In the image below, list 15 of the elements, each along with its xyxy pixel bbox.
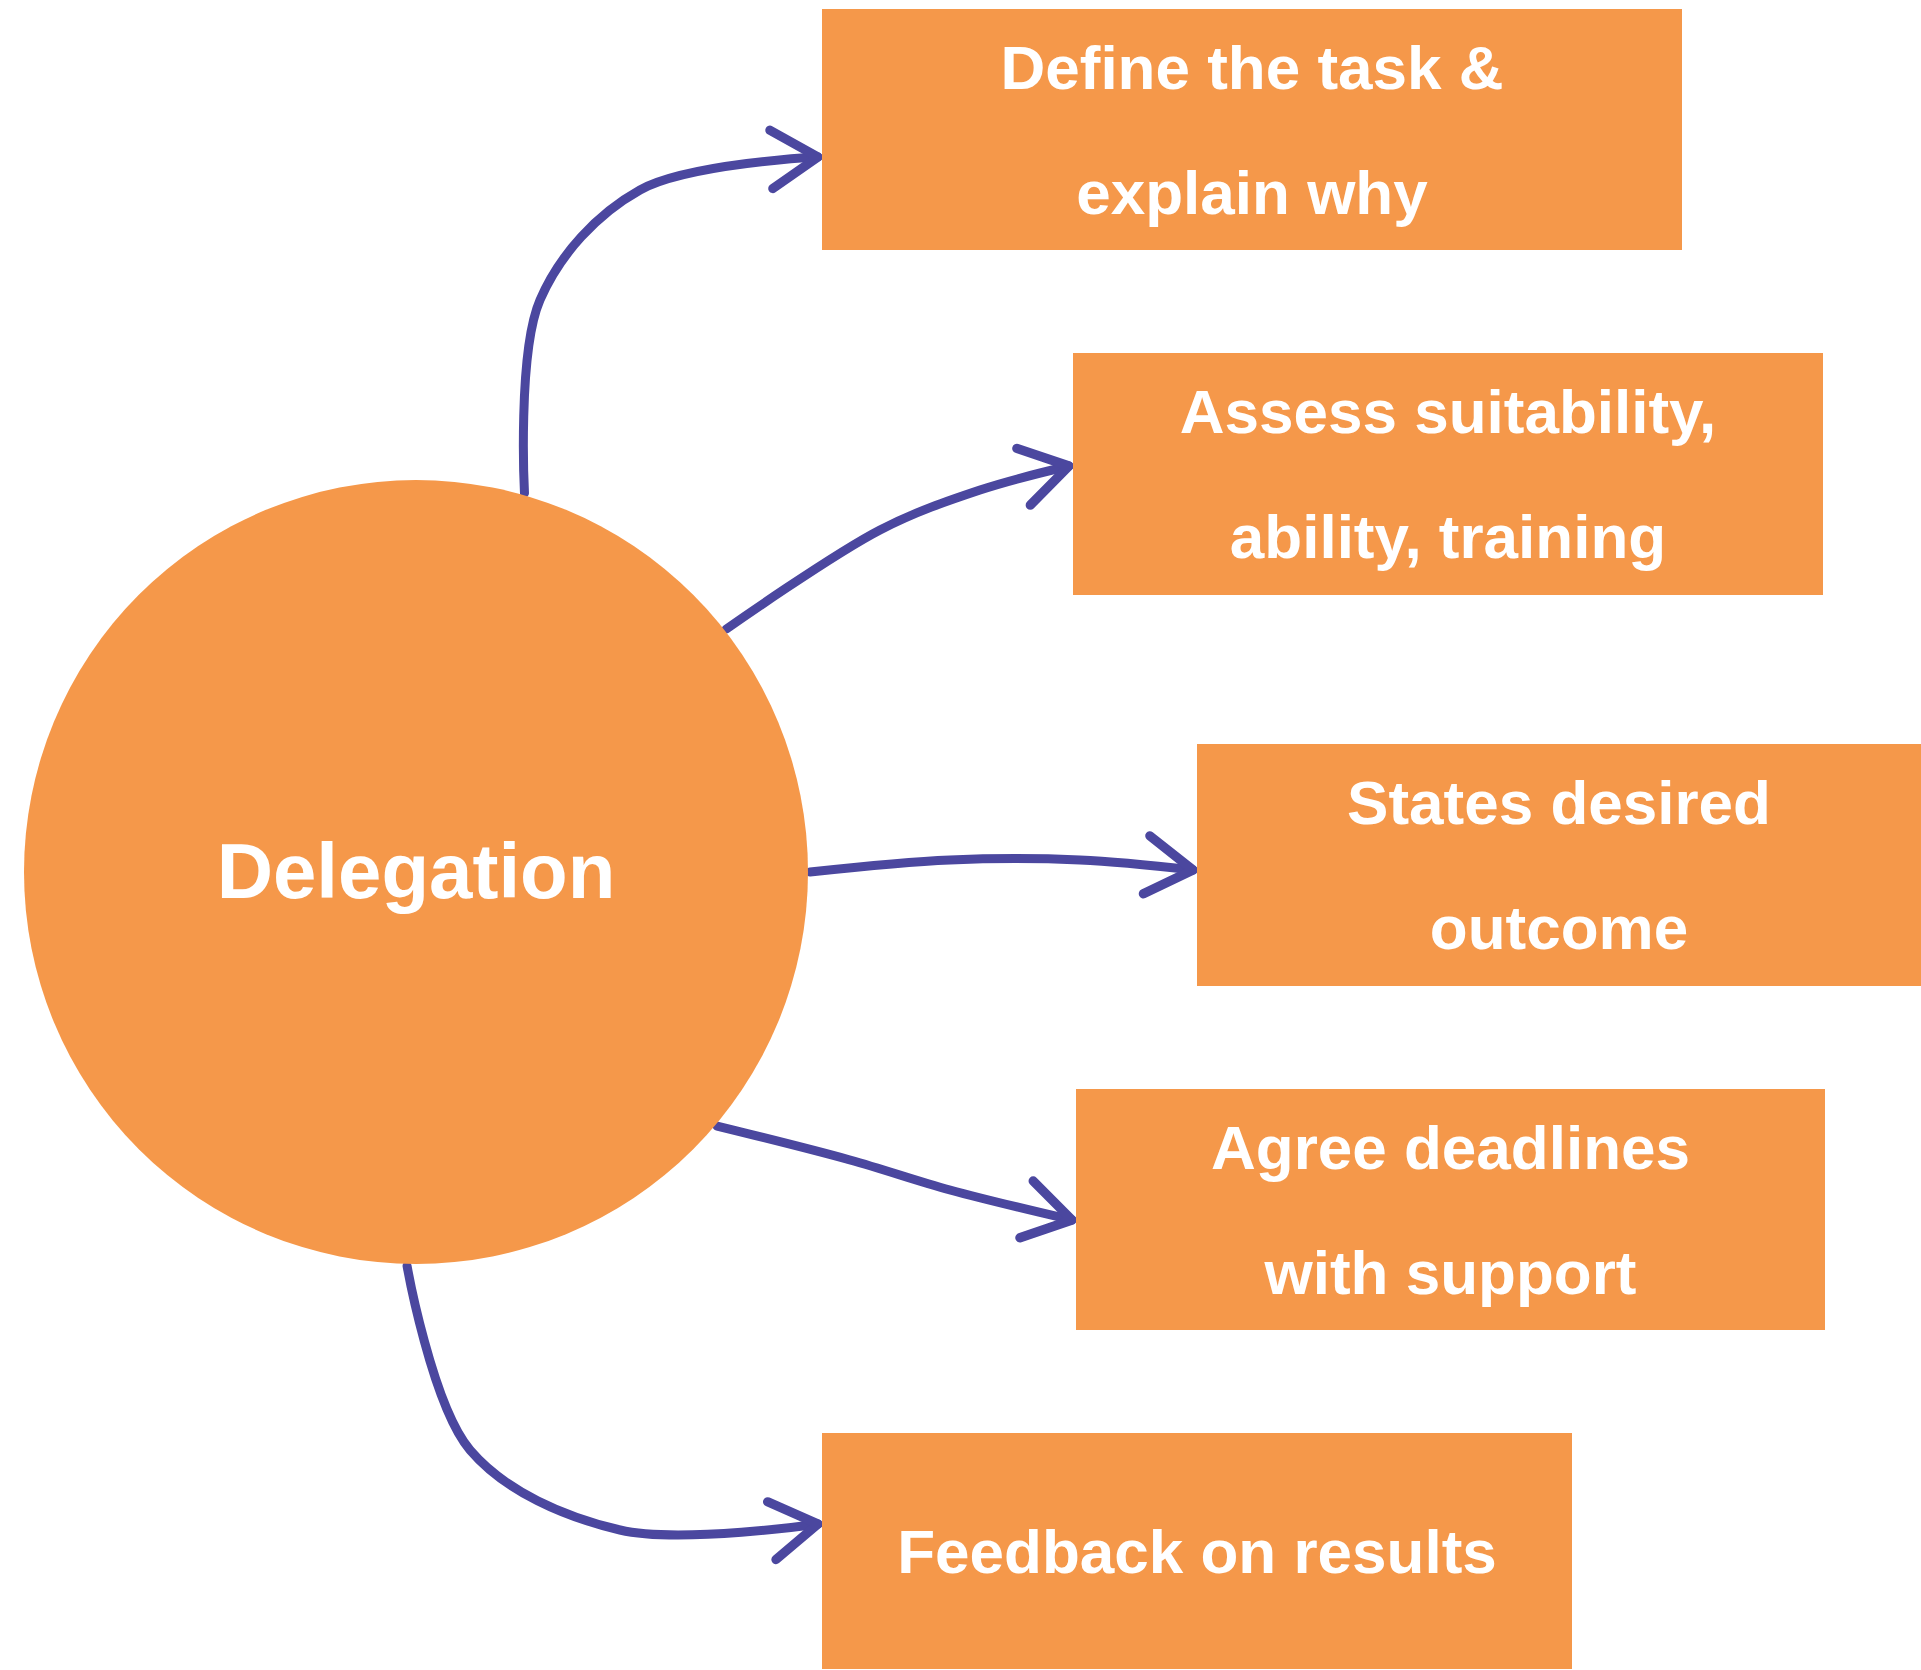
- step-box: [822, 1433, 1572, 1669]
- step-box: [1073, 353, 1823, 595]
- node-label: Feedback on results: [897, 1515, 1497, 1588]
- node-label: Delegation: [216, 826, 616, 918]
- node-label: Assess suitability, ability, training: [1178, 376, 1718, 573]
- node-label: Define the task & explain why: [999, 31, 1505, 229]
- curved-arrow: [518, 125, 823, 498]
- step-box: [1076, 1089, 1825, 1330]
- node-label: Agree deadlines with support: [1210, 1111, 1691, 1309]
- curved-arrow: [402, 1261, 823, 1564]
- curved-arrow: [712, 1121, 1077, 1243]
- curved-arrow: [721, 443, 1074, 634]
- step-box: [1197, 744, 1921, 986]
- node-label: States desired outcome: [1346, 767, 1772, 964]
- step-box: [822, 9, 1682, 250]
